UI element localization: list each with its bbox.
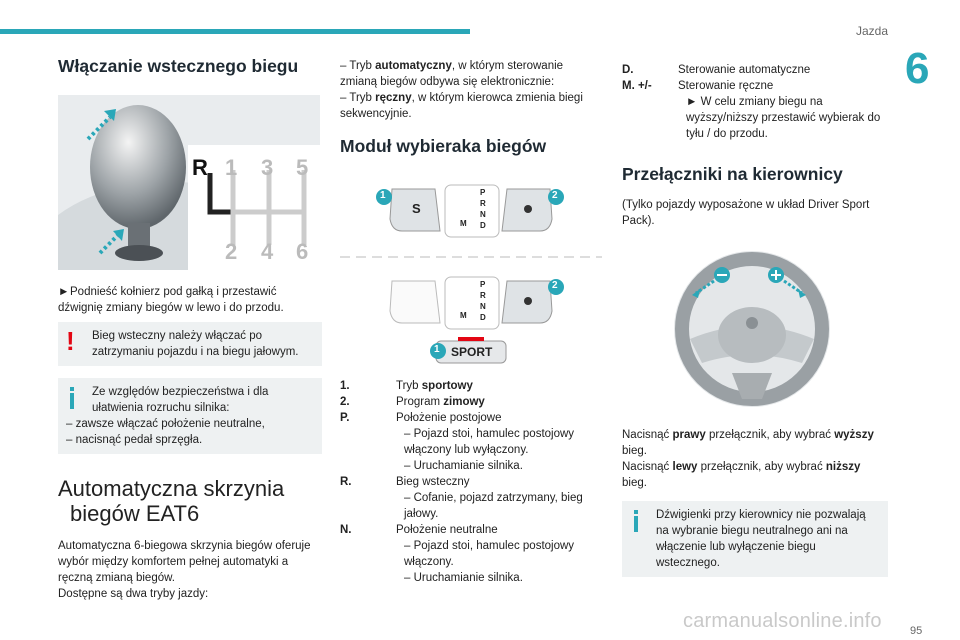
definition-key: M. +/-: [622, 80, 652, 92]
brand-logo-icon: [746, 317, 758, 329]
paddles-info-note: Dźwigienki przy kierownicy nie pozwalają…: [622, 501, 888, 577]
m-label-lower: M: [460, 311, 467, 320]
right-paddle-instruction: Nacisnąć prawy przełącznik, aby wybrać w…: [622, 429, 874, 457]
info-icon: [630, 508, 644, 532]
gear-label-1: 1: [225, 155, 238, 180]
snowflake-icon: [524, 297, 532, 305]
definition-line: Położenie neutralne: [396, 524, 498, 536]
gear-label-2: 2: [225, 239, 238, 264]
arrow-up-icon: [104, 109, 116, 121]
definition-line: Bieg wsteczny: [396, 476, 470, 488]
steering-wheel-illustration: [674, 251, 830, 407]
definition-key: N.: [340, 524, 352, 536]
definition-value: Tryb sportowy: [396, 378, 602, 394]
definition-line: – Uruchamianie silnika.: [404, 460, 523, 472]
chapter-number: 6: [905, 44, 930, 93]
callout-1: 1: [380, 190, 386, 201]
info-note: Ze względów bezpieczeństwa i dla ułatwie…: [58, 378, 322, 454]
callout-2: 2: [552, 190, 558, 201]
automatic-gearbox-title: Automatyczna skrzynia biegów EAT6: [58, 476, 285, 526]
left-paddle-instruction: Nacisnąć lewy przełącznik, aby wybrać ni…: [622, 461, 861, 489]
gear-label-4: 4: [261, 239, 274, 264]
mode-definitions: D. Sterowanie automatyczne M. +/- Sterowani…: [622, 62, 888, 142]
section-label: Jazda: [856, 24, 889, 38]
sport-s-label: S: [412, 201, 421, 216]
definition-key: D.: [622, 64, 634, 76]
gear-label-6: 6: [296, 239, 309, 264]
definition-value: Sterowanie ręczne ► W celu zmiany biegu n…: [678, 78, 888, 142]
definition-line: – Uruchamianie silnika.: [404, 572, 523, 584]
arrow-down-right-icon: [798, 289, 806, 298]
definition-row: 1. Tryb sportowy: [340, 378, 602, 394]
arrow-up-icon: [113, 229, 124, 241]
definition-line: Tryb sportowy: [396, 380, 473, 392]
m-label-upper: M: [460, 219, 467, 228]
selector-illustration: [340, 184, 602, 364]
page-number: 95: [910, 625, 923, 637]
gear-lever-figure: R 1 3 5 2 4 6: [58, 95, 320, 270]
definition-line: – Cofanie, pojazd zatrzymany, bieg jałow…: [404, 492, 583, 520]
definition-value: Bieg wsteczny – Cofanie, pojazd zatrzyman…: [396, 474, 602, 522]
selector-module-title: Moduł wybieraka biegów: [340, 136, 547, 156]
definition-key: 2.: [340, 396, 350, 408]
definition-key: R.: [340, 476, 352, 488]
definition-value: Program zimowy: [396, 394, 602, 410]
mode-manual: – Tryb ręczny, w którym kierowca zmienia…: [340, 92, 583, 120]
steering-paddles-title: Przełączniki na kierownicy: [622, 164, 843, 184]
reverse-instruction: ►Podnieść kołnierz pod gałką i przestawi…: [58, 286, 284, 314]
callout-1-lower: 1: [434, 344, 440, 355]
watermark: carmanualsonline.info: [683, 610, 882, 632]
warning-icon: !: [66, 326, 75, 356]
definition-row: D. Sterowanie automatyczne: [622, 62, 888, 78]
column-middle: – Tryb automatyczny, w którym sterowanie…: [340, 58, 602, 586]
driving-modes-intro: Dostępne są dwa tryby jazdy:: [58, 588, 209, 600]
sport-button-label: SPORT: [451, 345, 493, 359]
gearbox-description: Automatyczna 6-biegowa skrzynia biegów o…: [58, 540, 311, 584]
steering-paddles-subtitle: (Tylko pojazdy wyposażone w układ Driver…: [622, 199, 870, 227]
info-icon: [66, 385, 80, 409]
column-left: Włączanie wstecznego biegu: [58, 56, 322, 602]
definition-row: P. Położenie postojowe – Pojazd stoi, hamu…: [340, 410, 602, 474]
definition-row: M. +/- Sterowanie ręczne ► W celu zmiany b…: [622, 78, 888, 142]
definition-value: Sterowanie automatyczne: [678, 62, 888, 78]
definition-key: P.: [340, 412, 350, 424]
definition-line: Program zimowy: [396, 396, 485, 408]
definition-row: R. Bieg wsteczny – Cofanie, pojazd zatrzym…: [340, 474, 602, 522]
definition-row: 2. Program zimowy: [340, 394, 602, 410]
definition-line: Położenie postojowe: [396, 412, 502, 424]
warning-note: ! Bieg wsteczny należy włączać po zatrzy…: [58, 322, 322, 366]
definition-key: 1.: [340, 380, 350, 392]
definition-line: – Pojazd stoi, hamulec postojowy włączon…: [404, 540, 575, 568]
gear-label-5: 5: [296, 155, 309, 180]
definition-value: Położenie neutralne – Pojazd stoi, hamule…: [396, 522, 602, 586]
definition-value: Położenie postojowe – Pojazd stoi, hamule…: [396, 410, 602, 474]
definition-line: Sterowanie automatyczne: [678, 64, 811, 76]
definition-line: – Pojazd stoi, hamulec postojowy włączon…: [404, 428, 575, 456]
gear-label-3: 3: [261, 155, 274, 180]
column-right: D. Sterowanie automatyczne M. +/- Sterowani…: [622, 62, 888, 577]
steering-wheel-figure: [652, 243, 852, 413]
gear-label-r: R: [192, 155, 208, 180]
snowflake-icon: [524, 205, 532, 213]
header-accent-bar: [0, 29, 470, 34]
mode-automatic: – Tryb automatyczny, w którym sterowanie…: [340, 60, 564, 88]
gear-lever-illustration: [58, 105, 320, 270]
definition-line: ► W celu zmiany biegu na wyższy/niższy p…: [686, 96, 881, 140]
definition-row: N. Położenie neutralne – Pojazd stoi, hamu…: [340, 522, 602, 586]
callout-2-lower: 2: [552, 280, 558, 291]
arrow-right-icon: ►: [58, 286, 70, 298]
arrow-down-left-icon: [692, 289, 700, 298]
definition-line: Sterowanie ręczne: [678, 80, 774, 92]
reverse-gear-title: Włączanie wstecznego biegu: [58, 56, 299, 76]
